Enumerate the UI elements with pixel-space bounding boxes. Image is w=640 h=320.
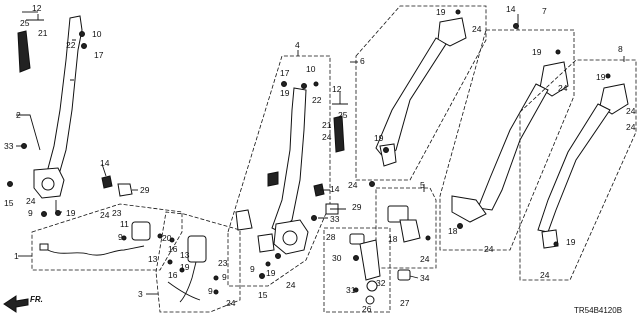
rear-center-belt-box [439, 14, 575, 251]
callout-34: 34 [420, 273, 430, 283]
callout-33: 33 [4, 141, 14, 151]
callout-10: 10 [306, 64, 316, 74]
callout-9: 9 [222, 272, 227, 282]
buckle-switch-parts [323, 227, 419, 313]
callout-19: 19 [280, 88, 290, 98]
callout-24: 24 [348, 180, 358, 190]
callout-17: 17 [280, 68, 290, 78]
callout-26: 26 [362, 304, 372, 314]
callout-33: 33 [330, 214, 340, 224]
callout-9: 9 [208, 286, 213, 296]
callout-19: 19 [436, 7, 446, 17]
callout-19: 19 [532, 47, 542, 57]
callout-12: 12 [32, 3, 42, 13]
callout-23: 23 [112, 208, 122, 218]
callout-9: 9 [118, 232, 123, 242]
callout-29: 29 [352, 202, 362, 212]
rear-side-belt-box [350, 5, 487, 187]
retractor-box [375, 184, 437, 269]
callout-labels: 12 25 21 22 10 17 2 33 14 29 15 24 19 9 … [4, 3, 636, 314]
callout-7: 7 [542, 6, 547, 16]
callout-13: 13 [180, 250, 190, 260]
callout-20: 20 [162, 233, 172, 243]
callout-24: 24 [484, 244, 494, 254]
callout-6: 6 [360, 56, 365, 66]
callout-24: 24 [26, 196, 36, 206]
direction-label: FR. [30, 295, 43, 304]
callout-31: 31 [346, 285, 356, 295]
callout-24: 24 [226, 298, 236, 308]
callout-22: 22 [312, 95, 322, 105]
callout-15: 15 [258, 290, 268, 300]
callout-29: 29 [140, 185, 150, 195]
callout-10: 10 [92, 29, 102, 39]
callout-19: 19 [596, 72, 606, 82]
callout-23: 23 [218, 258, 228, 268]
callout-3: 3 [138, 289, 143, 299]
rear-buckle-box [146, 211, 241, 313]
callout-18: 18 [388, 234, 398, 244]
callout-19: 19 [566, 237, 576, 247]
buckle-harness-box [18, 203, 183, 271]
callout-16: 16 [168, 270, 178, 280]
callout-24: 24 [540, 270, 550, 280]
callout-17: 17 [94, 50, 104, 60]
callout-9: 9 [28, 208, 33, 218]
callout-5: 5 [420, 180, 425, 190]
callout-24: 24 [472, 24, 482, 34]
callout-8: 8 [618, 44, 623, 54]
callout-24: 24 [100, 210, 110, 220]
callout-14: 14 [330, 184, 340, 194]
callout-25: 25 [338, 110, 348, 120]
callout-16: 16 [168, 244, 178, 254]
callout-21: 21 [38, 28, 48, 38]
callout-9: 9 [250, 264, 255, 274]
callout-11: 11 [120, 219, 129, 229]
callout-13: 13 [148, 254, 158, 264]
callout-25: 25 [20, 18, 30, 28]
callout-15: 15 [4, 198, 14, 208]
callout-24: 24 [626, 106, 636, 116]
callout-19: 19 [266, 268, 276, 278]
callout-24: 24 [322, 132, 332, 142]
callout-19: 19 [374, 133, 384, 143]
callout-24: 24 [626, 122, 636, 132]
callout-30: 30 [332, 253, 342, 263]
callout-19: 19 [180, 262, 190, 272]
callout-24: 24 [286, 280, 296, 290]
rear-right-belt-box [519, 56, 637, 281]
callout-12: 12 [332, 84, 342, 94]
callout-18: 18 [448, 226, 458, 236]
callout-2: 2 [16, 110, 21, 120]
callout-14: 14 [100, 158, 110, 168]
callout-32: 32 [376, 278, 386, 288]
callout-19: 19 [66, 208, 76, 218]
front-direction-arrow [3, 295, 29, 313]
callout-27: 27 [400, 298, 410, 308]
callout-1: 1 [14, 251, 19, 261]
callout-24: 24 [558, 83, 568, 93]
front-belt-box [227, 50, 348, 287]
callout-22: 22 [66, 40, 76, 50]
callout-21: 21 [322, 120, 332, 130]
callout-14: 14 [506, 4, 516, 14]
callout-24: 24 [420, 254, 430, 264]
callout-28: 28 [326, 232, 336, 242]
figure-code: TR54B4120B [574, 306, 622, 315]
callout-4: 4 [295, 40, 300, 50]
front-belt-assembly-left [7, 11, 138, 217]
